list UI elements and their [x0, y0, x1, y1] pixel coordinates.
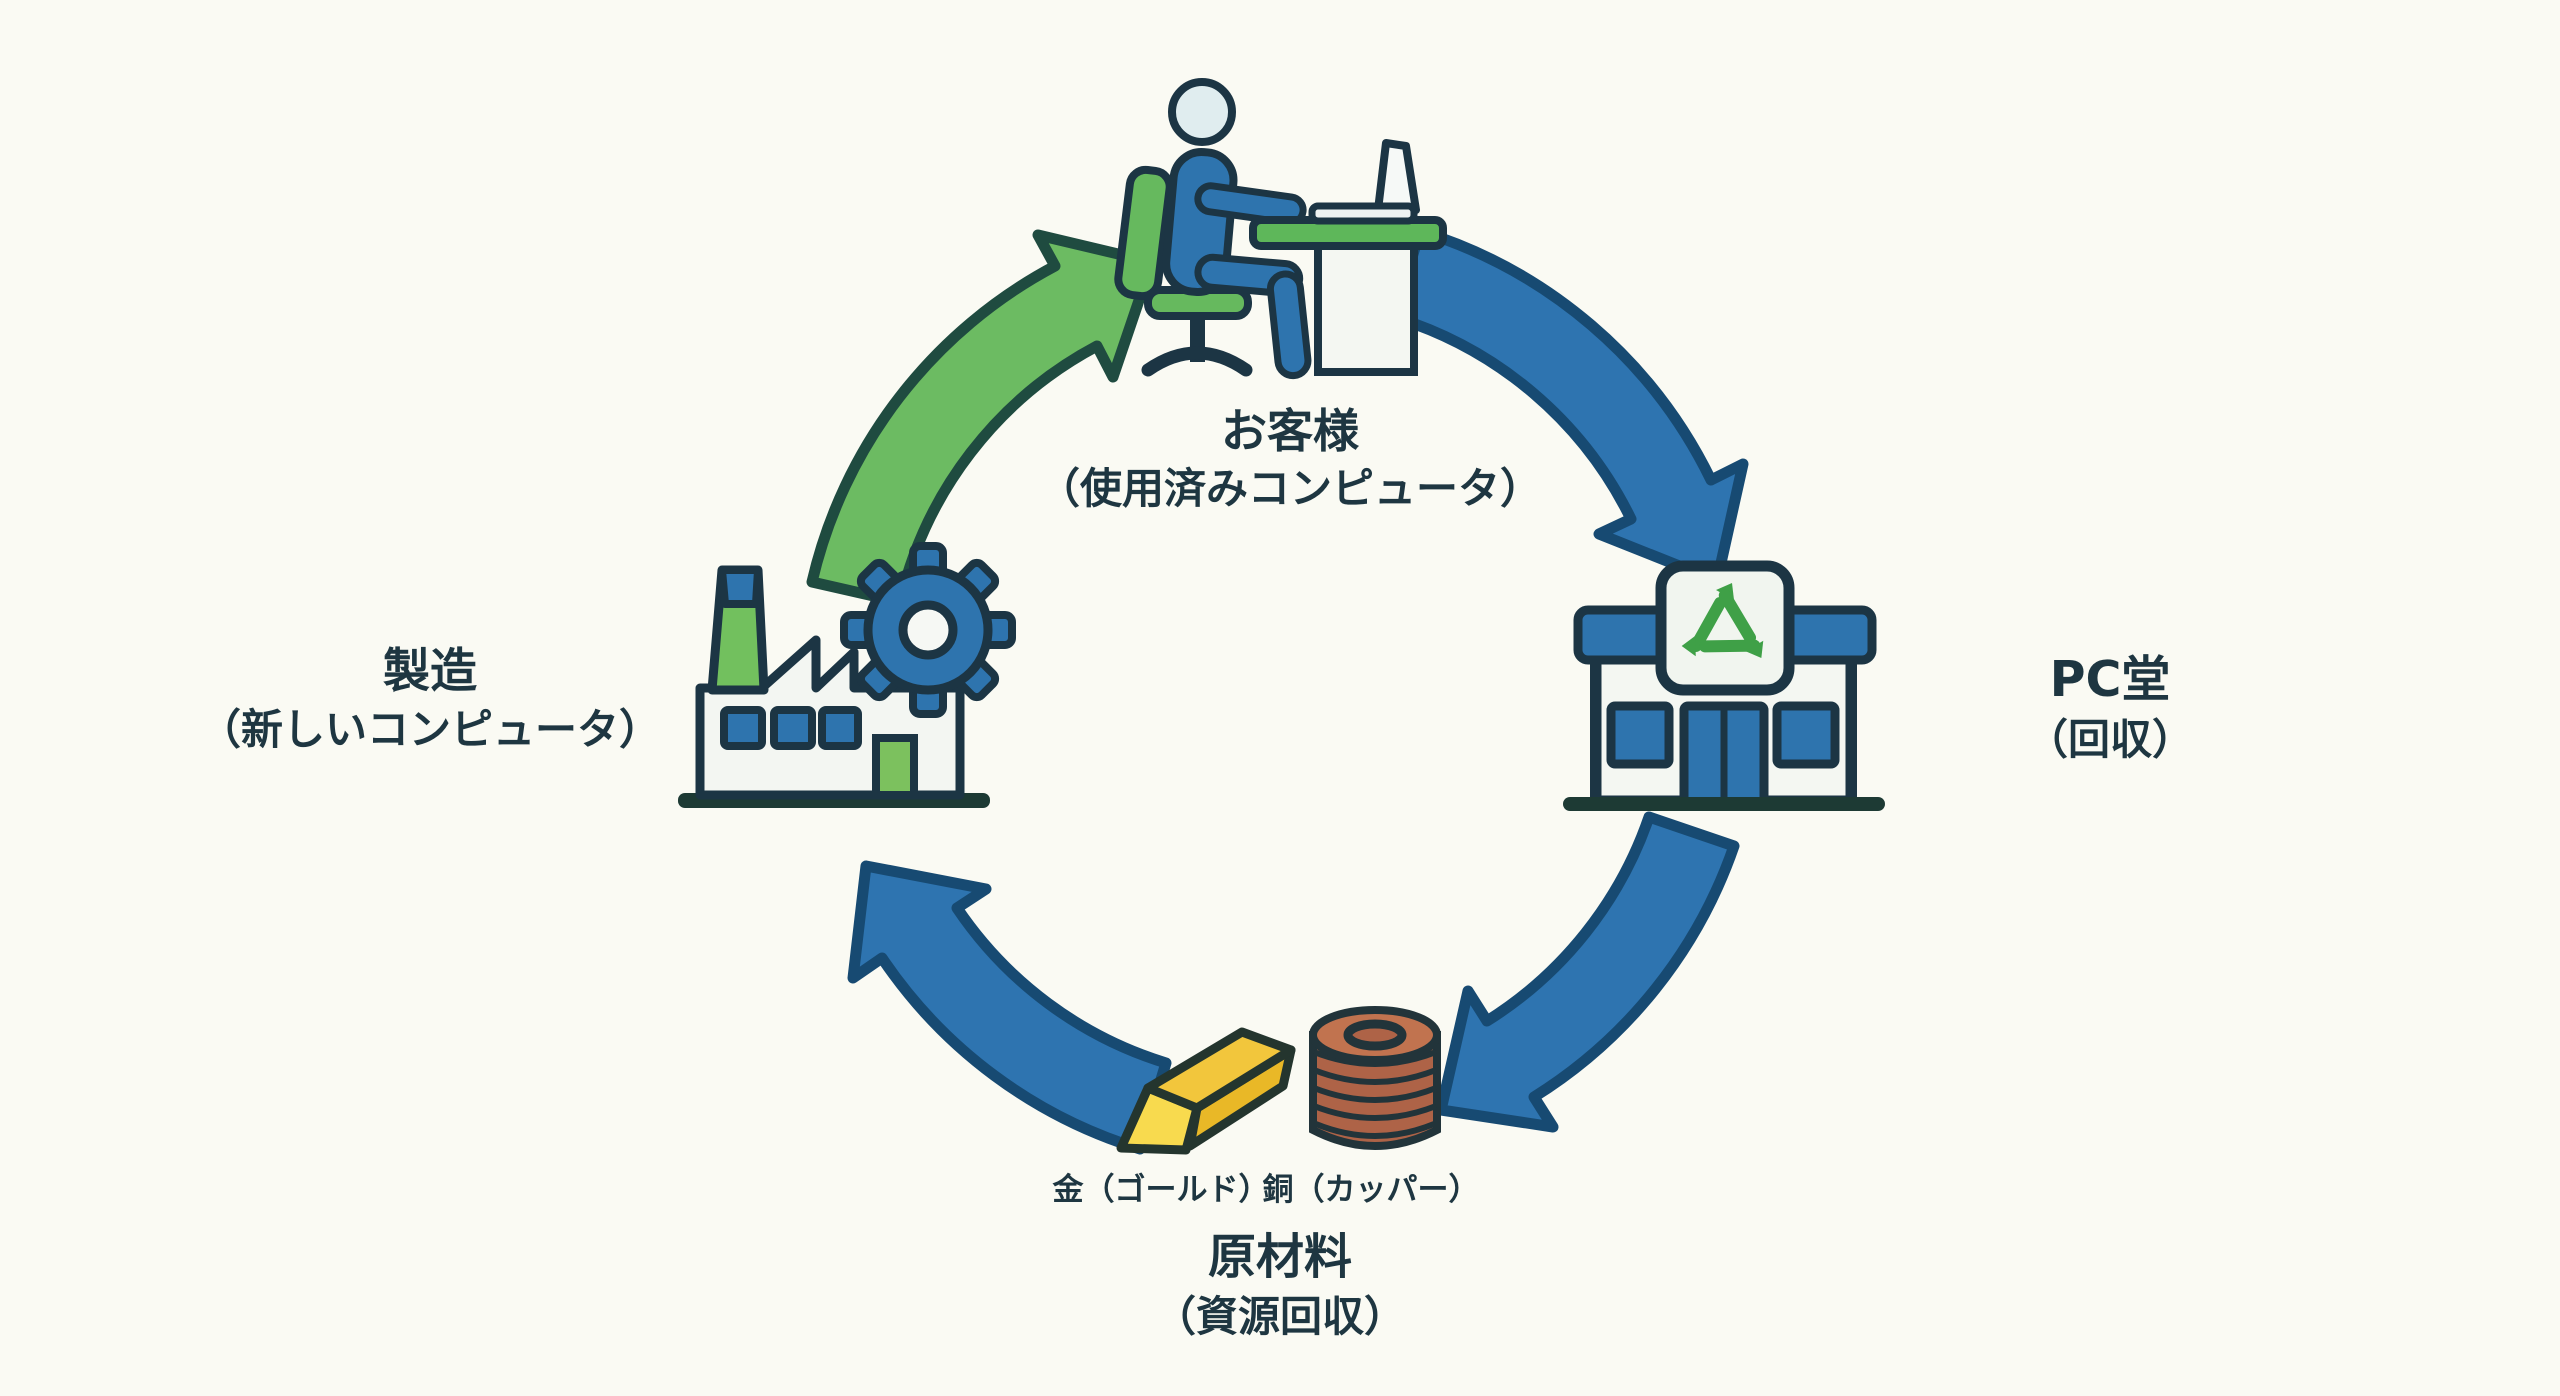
laptop-screen [1374, 139, 1420, 214]
shop-base [1563, 797, 1885, 811]
laptop-base [1308, 202, 1418, 225]
factory-window-2 [770, 706, 816, 750]
gear-hole [898, 600, 958, 660]
person-arm [1194, 182, 1307, 227]
factory-door [872, 734, 918, 799]
factory-gear-icon [678, 542, 1016, 808]
gold-label: 金（ゴールド） [1052, 1172, 1270, 1208]
shop-window-right [1772, 701, 1840, 769]
person-head [1168, 78, 1236, 146]
copper-hole [1343, 1019, 1407, 1051]
materials-label: 原材料 [1207, 1229, 1352, 1285]
desk-cabinet [1314, 242, 1418, 376]
materials-sublabel: （資源回収） [1153, 1291, 1406, 1341]
factory-chimney-cap [718, 566, 762, 608]
materials-node-label: 原材料 （資源回収） [1060, 1228, 1500, 1342]
copper-label: 銅（カッパー） [1262, 1172, 1480, 1208]
arrow-factory-to-customer [806, 229, 1158, 608]
arrow-materials-to-factory [847, 860, 1172, 1155]
factory-label: 製造 [383, 644, 477, 699]
customer-sublabel: （使用済みコンピュータ） [1037, 464, 1542, 514]
gold-bar-top [1143, 1027, 1296, 1113]
factory-window-1 [720, 706, 766, 750]
chair-back [1114, 165, 1174, 301]
store-label: PC堂 [2049, 651, 2171, 708]
raw-materials-icon [1116, 1006, 1441, 1155]
arrow-customer-to-store [1388, 225, 1749, 587]
shop-sign [1655, 560, 1795, 696]
store-node-label: PC堂 （回収） [1980, 650, 2240, 765]
store-sublabel: （回収） [2025, 714, 2194, 764]
customer-node-label: お客様 （使用済みコンピュータ） [1010, 403, 1570, 514]
chair-base [1141, 346, 1253, 377]
gold-bar-icon [1116, 1027, 1296, 1155]
copper-coil-icon [1309, 1006, 1441, 1150]
factory-node-label: 製造 （新しいコンピュータ） [190, 643, 670, 756]
person-shin [1266, 270, 1312, 380]
recycle-shop-icon [1563, 560, 1885, 811]
person-at-desk-icon [1114, 78, 1447, 380]
recycle-icon [1681, 583, 1780, 677]
factory-sublabel: （新しいコンピュータ） [198, 705, 661, 755]
customer-label: お客様 [1221, 404, 1359, 458]
arrow-store-to-materials [1435, 811, 1740, 1133]
shop-window-left [1606, 701, 1674, 769]
gear-icon [840, 542, 1016, 718]
factory-window-3 [818, 706, 862, 750]
